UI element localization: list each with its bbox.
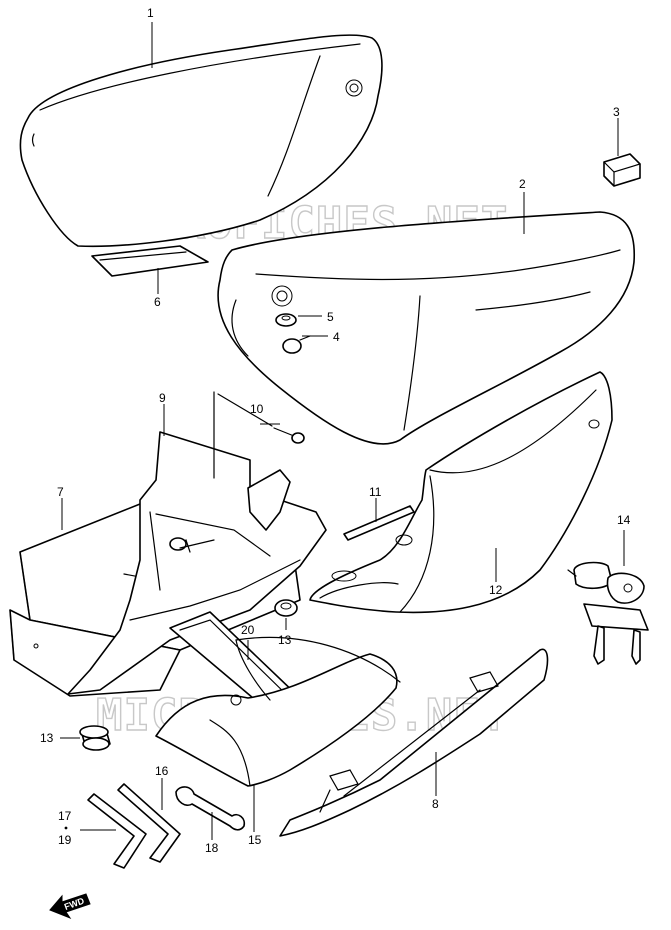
callout-16: 16 [155,764,169,778]
callout-5: 5 [327,310,334,324]
callout-18: 18 [205,841,219,855]
callout-12: 12 [489,583,503,597]
part-11-rod [343,505,415,541]
part-2-seat [217,211,636,445]
fwd-arrow-icon: FWD [49,893,91,920]
part-13-grommet-upper [274,599,298,617]
part-1-side-cover [19,34,383,248]
callout-8: 8 [432,797,439,811]
callout-13-lower: 13 [40,731,54,745]
callout-11: 11 [369,485,382,499]
callout-4: 4 [333,330,340,344]
part-5-washer [275,313,297,327]
callout-2: 2 [519,177,526,191]
leader-lines [60,22,625,840]
part-13-grommet-lower [79,725,111,751]
part-12-tail-cover [309,371,613,614]
callout-13-upper: 13 [278,633,292,647]
part-6-tab [91,245,209,277]
part-3-block [603,153,641,187]
part-15-tool-bag [155,636,401,787]
callout-9: 9 [159,391,166,405]
part-18-spanner [175,786,246,831]
part-4-bolt [282,335,311,354]
part-14-lock-set [567,561,649,665]
part-16-hex-wrench [117,783,181,863]
callout-6: 6 [154,295,161,309]
callout-1: 1 [147,6,154,20]
callout-17: 17 [58,809,72,823]
callout-15: 15 [248,833,262,847]
callout-10: 10 [250,402,264,416]
callout-20: 20 [241,623,255,637]
callout-7: 7 [57,485,64,499]
part-8-lower-guard [279,648,549,837]
callout-14: 14 [617,513,631,527]
callout-3: 3 [613,105,620,119]
callout-19: 19 [58,833,72,847]
part-10-bolt [217,393,305,444]
part-9-fender-bracket [67,391,327,695]
part-17-19-l-wrench [87,793,147,869]
